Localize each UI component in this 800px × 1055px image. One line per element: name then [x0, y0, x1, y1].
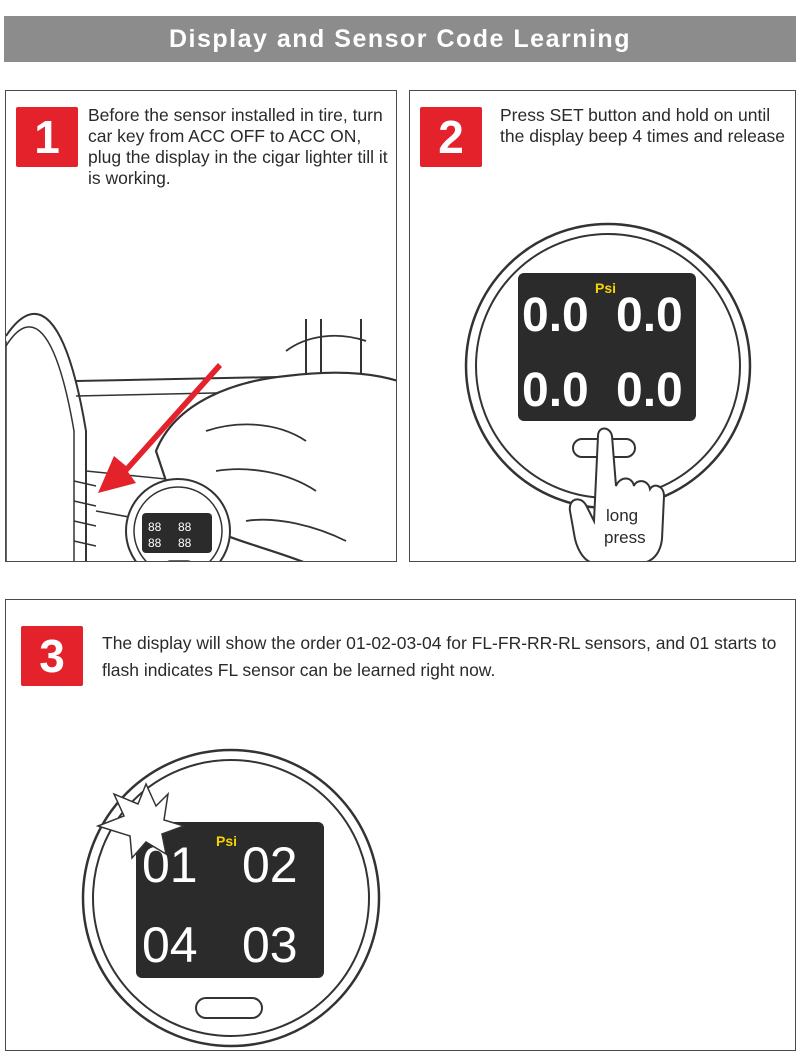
lcd-reading-fr: 02	[242, 837, 298, 893]
lcd-reading-rl: 0.0	[522, 364, 589, 417]
tpms-display-illustration: 01 02 04 03 Psi	[81, 748, 381, 1048]
step-1-panel: 1 Before the sensor installed in tire, t…	[5, 90, 397, 562]
flash-burst-icon	[95, 782, 187, 860]
lcd-reading-fl: 01	[142, 837, 198, 893]
set-button[interactable]	[195, 997, 263, 1019]
long-press-label-line2: press	[604, 528, 646, 547]
lcd-reading-fl: 0.0	[522, 289, 589, 342]
tpms-display-illustration: 0.0 0.0 0.0 0.0 Psi long press	[464, 222, 752, 561]
page-title: Display and Sensor Code Learning	[169, 24, 631, 53]
lcd-unit-label: Psi	[216, 833, 237, 849]
step-1-instruction: Before the sensor installed in tire, tur…	[88, 105, 388, 188]
lcd-reading-rr: 03	[242, 917, 298, 973]
lcd-unit-label: Psi	[595, 280, 616, 296]
svg-text:88: 88	[148, 536, 162, 550]
section-header: Display and Sensor Code Learning	[4, 16, 796, 62]
step-number-badge: 3	[21, 626, 83, 686]
lcd-screen	[518, 273, 696, 421]
lcd-reading-fr: 0.0	[616, 289, 683, 342]
lcd-screen	[136, 822, 324, 978]
step-3-instruction: The display will show the order 01-02-03…	[102, 633, 777, 680]
long-press-label-line1: long	[606, 506, 638, 525]
lcd-reading-rl: 04	[142, 917, 198, 973]
step-number-badge: 2	[420, 107, 482, 167]
pressing-hand-icon	[568, 427, 666, 561]
step-2-instruction: Press SET button and hold on until the d…	[500, 105, 786, 146]
car-dashboard-illustration: 88 88 88 88	[6, 312, 396, 561]
step-2-panel: 2 Press SET button and hold on until the…	[409, 90, 796, 562]
svg-text:88: 88	[178, 536, 192, 550]
svg-text:88: 88	[178, 520, 192, 534]
step-number-badge: 1	[16, 107, 78, 167]
red-arrow-icon	[98, 363, 222, 493]
svg-text:88: 88	[148, 520, 162, 534]
lcd-reading-rr: 0.0	[616, 364, 683, 417]
step-3-panel: 3 The display will show the order 01-02-…	[5, 599, 796, 1051]
